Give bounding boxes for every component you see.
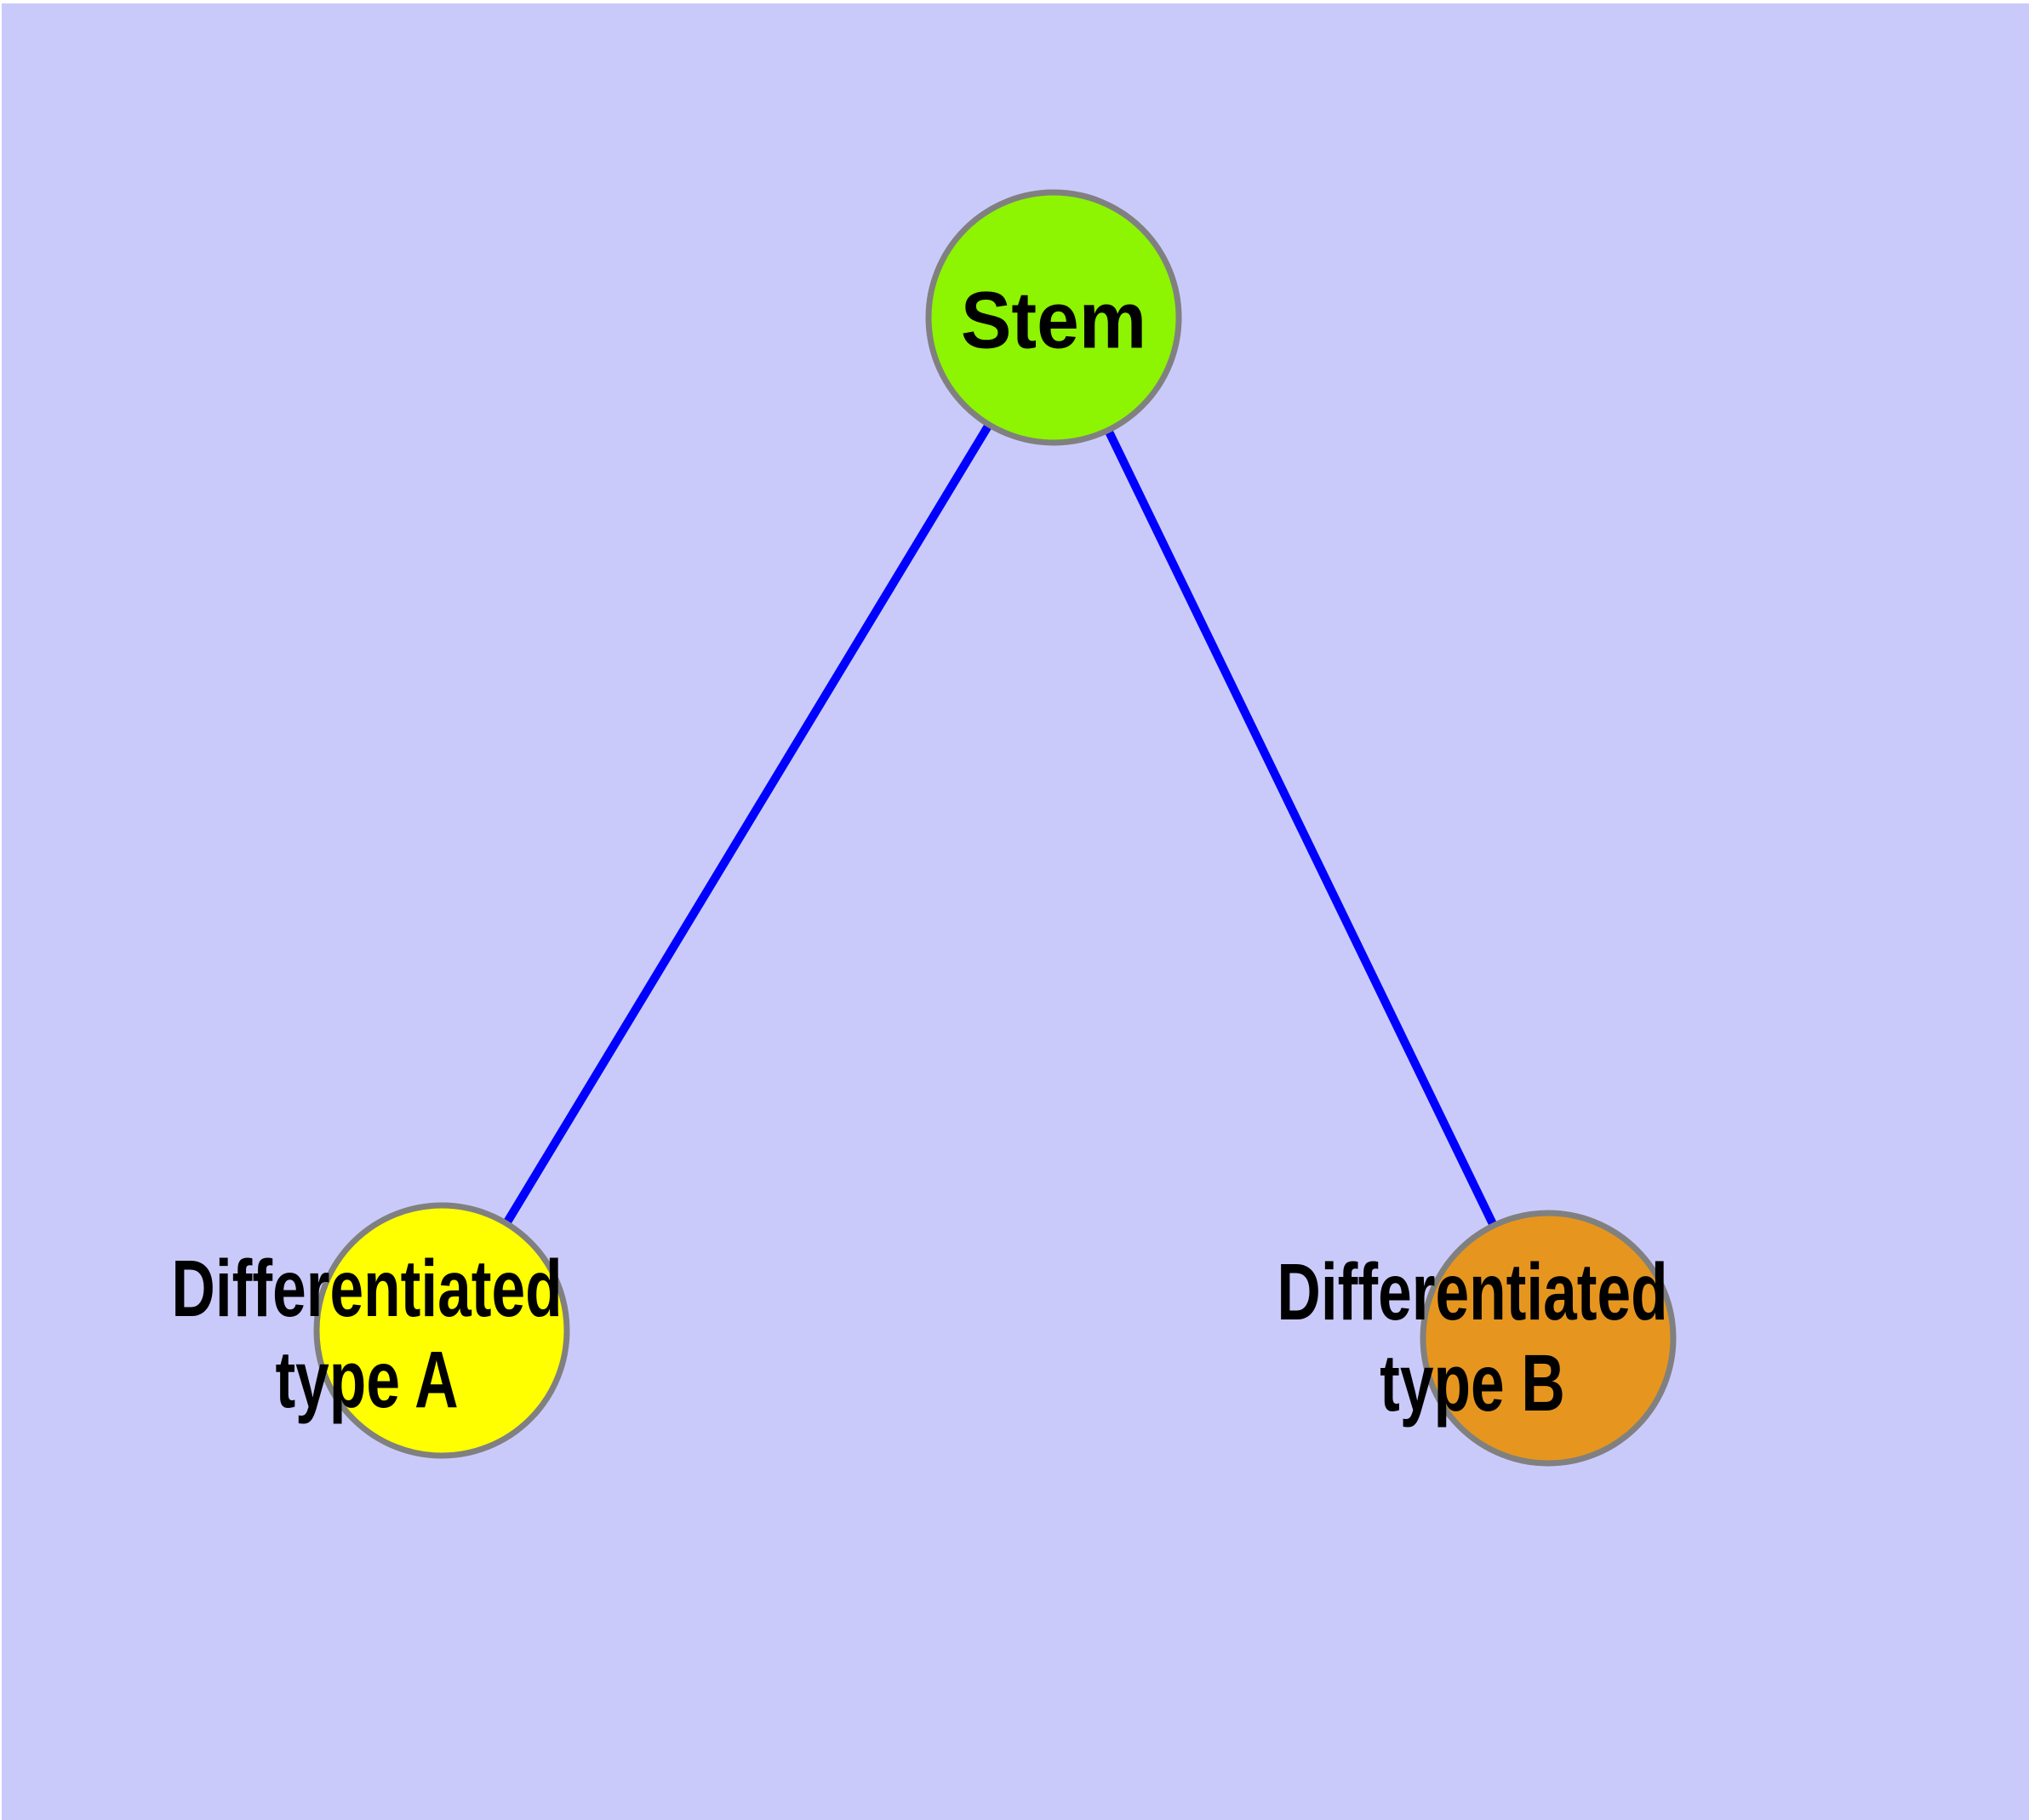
edge-stem-diff-b bbox=[1049, 315, 1552, 1341]
node-label-differentiated-type-b-line2: type B bbox=[1380, 1338, 1565, 1428]
node-diff-a bbox=[313, 1202, 570, 1459]
node-label-differentiated-type-b-line1: Differentiated bbox=[1277, 1247, 1668, 1337]
edge-stem-diff-a bbox=[437, 315, 1058, 1333]
node-label-differentiated-type-a-line2: type A bbox=[275, 1335, 459, 1425]
node-label-differentiated-type-a: Differentiated type A bbox=[171, 1244, 562, 1426]
node-stem bbox=[925, 189, 1182, 446]
node-label-differentiated-type-b: Differentiated type B bbox=[1277, 1247, 1667, 1429]
node-label-differentiated-type-a-line1: Differentiated bbox=[171, 1244, 563, 1334]
node-diff-b bbox=[1420, 1210, 1677, 1467]
node-label-stem: Stem bbox=[961, 276, 1146, 367]
node-label-stem-line: Stem bbox=[960, 275, 1147, 366]
